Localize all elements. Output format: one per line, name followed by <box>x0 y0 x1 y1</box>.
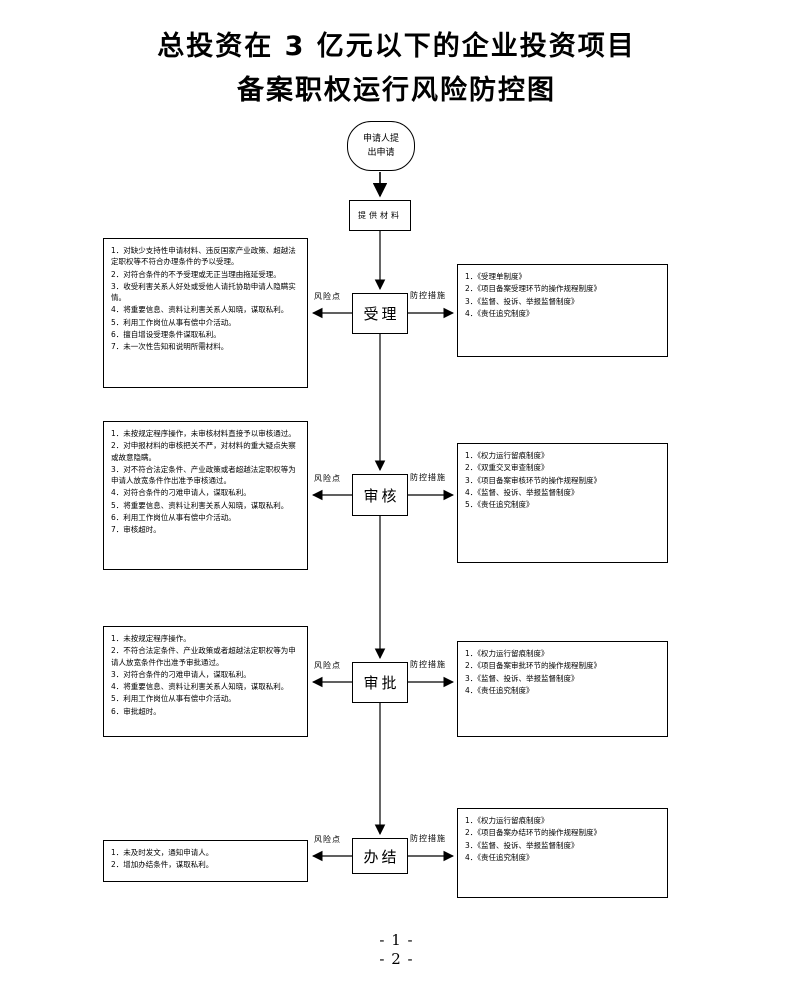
list-line: 6．审批超时。 <box>111 706 161 716</box>
list-line: 3．对符合条件的刁难申请人，谋取私利。 <box>111 669 251 679</box>
list-line: 4．《监督、投诉、举报监督制度》 <box>465 487 579 497</box>
list-line: 2．不符合法定条件、产业政策或者超越法定职权等为申请人放宽条件作出准予审批通过。 <box>111 646 296 667</box>
list-line: 2．《双重交叉审查制度》 <box>465 463 549 473</box>
control-box-review: 1．《权力运行留痕制度》 2．《双重交叉审查制度》 3．《项目备案审核环节的操作规程… <box>457 443 668 563</box>
list-line: 4．《责任追究制度》 <box>465 685 534 695</box>
provide-materials-node: 提供材料 <box>349 200 411 231</box>
list-line: 1．未按规定程序操作。 <box>111 634 191 643</box>
control-box-complete: 1．《权力运行留痕制度》 2．《项目备案办结环节的操作规程制度》 3．《监督、投诉、… <box>457 808 668 898</box>
list-line: 2．对申报材料的审核把关不严，对材料的重大疑点失察或故意隐瞒。 <box>111 441 296 462</box>
list-line: 5．《责任追究制度》 <box>465 500 534 509</box>
list-line: 3．《项目备案审核环节的操作规程制度》 <box>465 475 602 485</box>
list-line: 3．《监督、投诉、举报监督制度》 <box>465 673 579 683</box>
page-number-1: - 1 - <box>379 931 414 949</box>
list-line: 1．《权力运行留痕制度》 <box>465 451 549 460</box>
list-line: 6．利用工作岗位从事有偿中介活动。 <box>111 512 236 522</box>
step-review: 审核 <box>352 474 408 516</box>
risk-box-review: 1．未按规定程序操作，未审核材料直接予以审核通过。 2．对申报材料的审核把关不严，… <box>103 421 308 570</box>
control-box-approve: 1．《权力运行留痕制度》 2．《项目备案审批环节的操作规程制度》 3．《监督、投诉、… <box>457 641 668 737</box>
risk-box-complete: 1．未及时发文，通知申请人。 2．增加办结条件，谋取私利。 <box>103 840 308 882</box>
control-label-accept: 防控措施 <box>410 291 446 300</box>
list-line: 7．审核超时。 <box>111 525 161 534</box>
list-line: 5．将重要信息、资料让利害关系人知晓，谋取私利。 <box>111 500 289 510</box>
list-line: 5．利用工作岗位从事有偿中介活动。 <box>111 317 236 327</box>
list-line: 4．《责任追究制度》 <box>465 308 534 318</box>
page-number-2: - 2 - <box>379 950 414 968</box>
list-line: 1．《受理单制度》 <box>465 272 527 281</box>
step-accept: 受理 <box>352 293 408 334</box>
list-line: 2．对符合条件的不予受理或无正当理由拖延受理。 <box>111 269 281 279</box>
list-line: 6．擅自增设受理条件谋取私利。 <box>111 329 221 339</box>
list-line: 3．《监督、投诉、举报监督制度》 <box>465 296 579 306</box>
control-label-complete: 防控措施 <box>410 834 446 843</box>
risk-label-complete: 风险点 <box>314 835 341 844</box>
list-line: 4．将重要信息、资料让利害关系人知晓，谋取私利。 <box>111 682 289 691</box>
risk-label-accept: 风险点 <box>314 292 341 301</box>
list-line: 1．对缺少支持性申请材料、违反国家产业政策、超越法定职权等不符合办理条件的予以受… <box>111 246 296 267</box>
control-label-review: 防控措施 <box>410 473 446 482</box>
list-line: 2．《项目备案受理环节的操作规程制度》 <box>465 284 602 294</box>
list-line: 2．《项目备案审批环节的操作规程制度》 <box>465 661 602 671</box>
step-complete: 办结 <box>352 838 408 874</box>
list-line: 2．《项目备案办结环节的操作规程制度》 <box>465 828 602 838</box>
list-line: 5．利用工作岗位从事有偿中介活动。 <box>111 694 236 704</box>
list-line: 3．收受利害关系人好处或受他人请托协助申请人隐瞒实情。 <box>111 281 296 302</box>
risk-label-review: 风险点 <box>314 474 341 483</box>
list-line: 3．《监督、投诉、举报监督制度》 <box>465 840 579 850</box>
list-line: 2．增加办结条件，谋取私利。 <box>111 860 214 870</box>
list-line: 4．将重要信息、资料让利害关系人知晓，谋取私利。 <box>111 305 289 315</box>
list-line: 4．《责任追究制度》 <box>465 852 534 862</box>
control-box-accept: 1．《受理单制度》 2．《项目备案受理环节的操作规程制度》 3．《监督、投诉、举报监… <box>457 264 668 357</box>
list-line: 7．未一次性告知和说明所需材料。 <box>111 342 229 351</box>
list-line: 1．未及时发文，通知申请人。 <box>111 848 214 857</box>
risk-box-approve: 1．未按规定程序操作。 2．不符合法定条件、产业政策或者超越法定职权等为申请人放宽… <box>103 626 308 737</box>
list-line: 1．未按规定程序操作，未审核材料直接予以审核通过。 <box>111 429 296 438</box>
list-line: 1．《权力运行留痕制度》 <box>465 649 549 658</box>
step-approve: 审批 <box>352 662 408 703</box>
list-line: 3．对不符合法定条件、产业政策或者超越法定职权等为申请人放宽条件作出准予审核通过… <box>111 464 296 485</box>
list-line: 4．对符合条件的刁难申请人，谋取私利。 <box>111 488 251 498</box>
page-title-line2: 备案职权运行风险防控图 <box>237 75 556 106</box>
start-node: 申请人提出申请 <box>347 121 415 171</box>
risk-box-accept: 1．对缺少支持性申请材料、违反国家产业政策、超越法定职权等不符合办理条件的予以受… <box>103 238 308 388</box>
risk-label-approve: 风险点 <box>314 661 341 670</box>
page-title-line1: 总投资在 3 亿元以下的企业投资项目 <box>157 31 636 62</box>
control-label-approve: 防控措施 <box>410 660 446 669</box>
list-line: 1．《权力运行留痕制度》 <box>465 816 549 825</box>
